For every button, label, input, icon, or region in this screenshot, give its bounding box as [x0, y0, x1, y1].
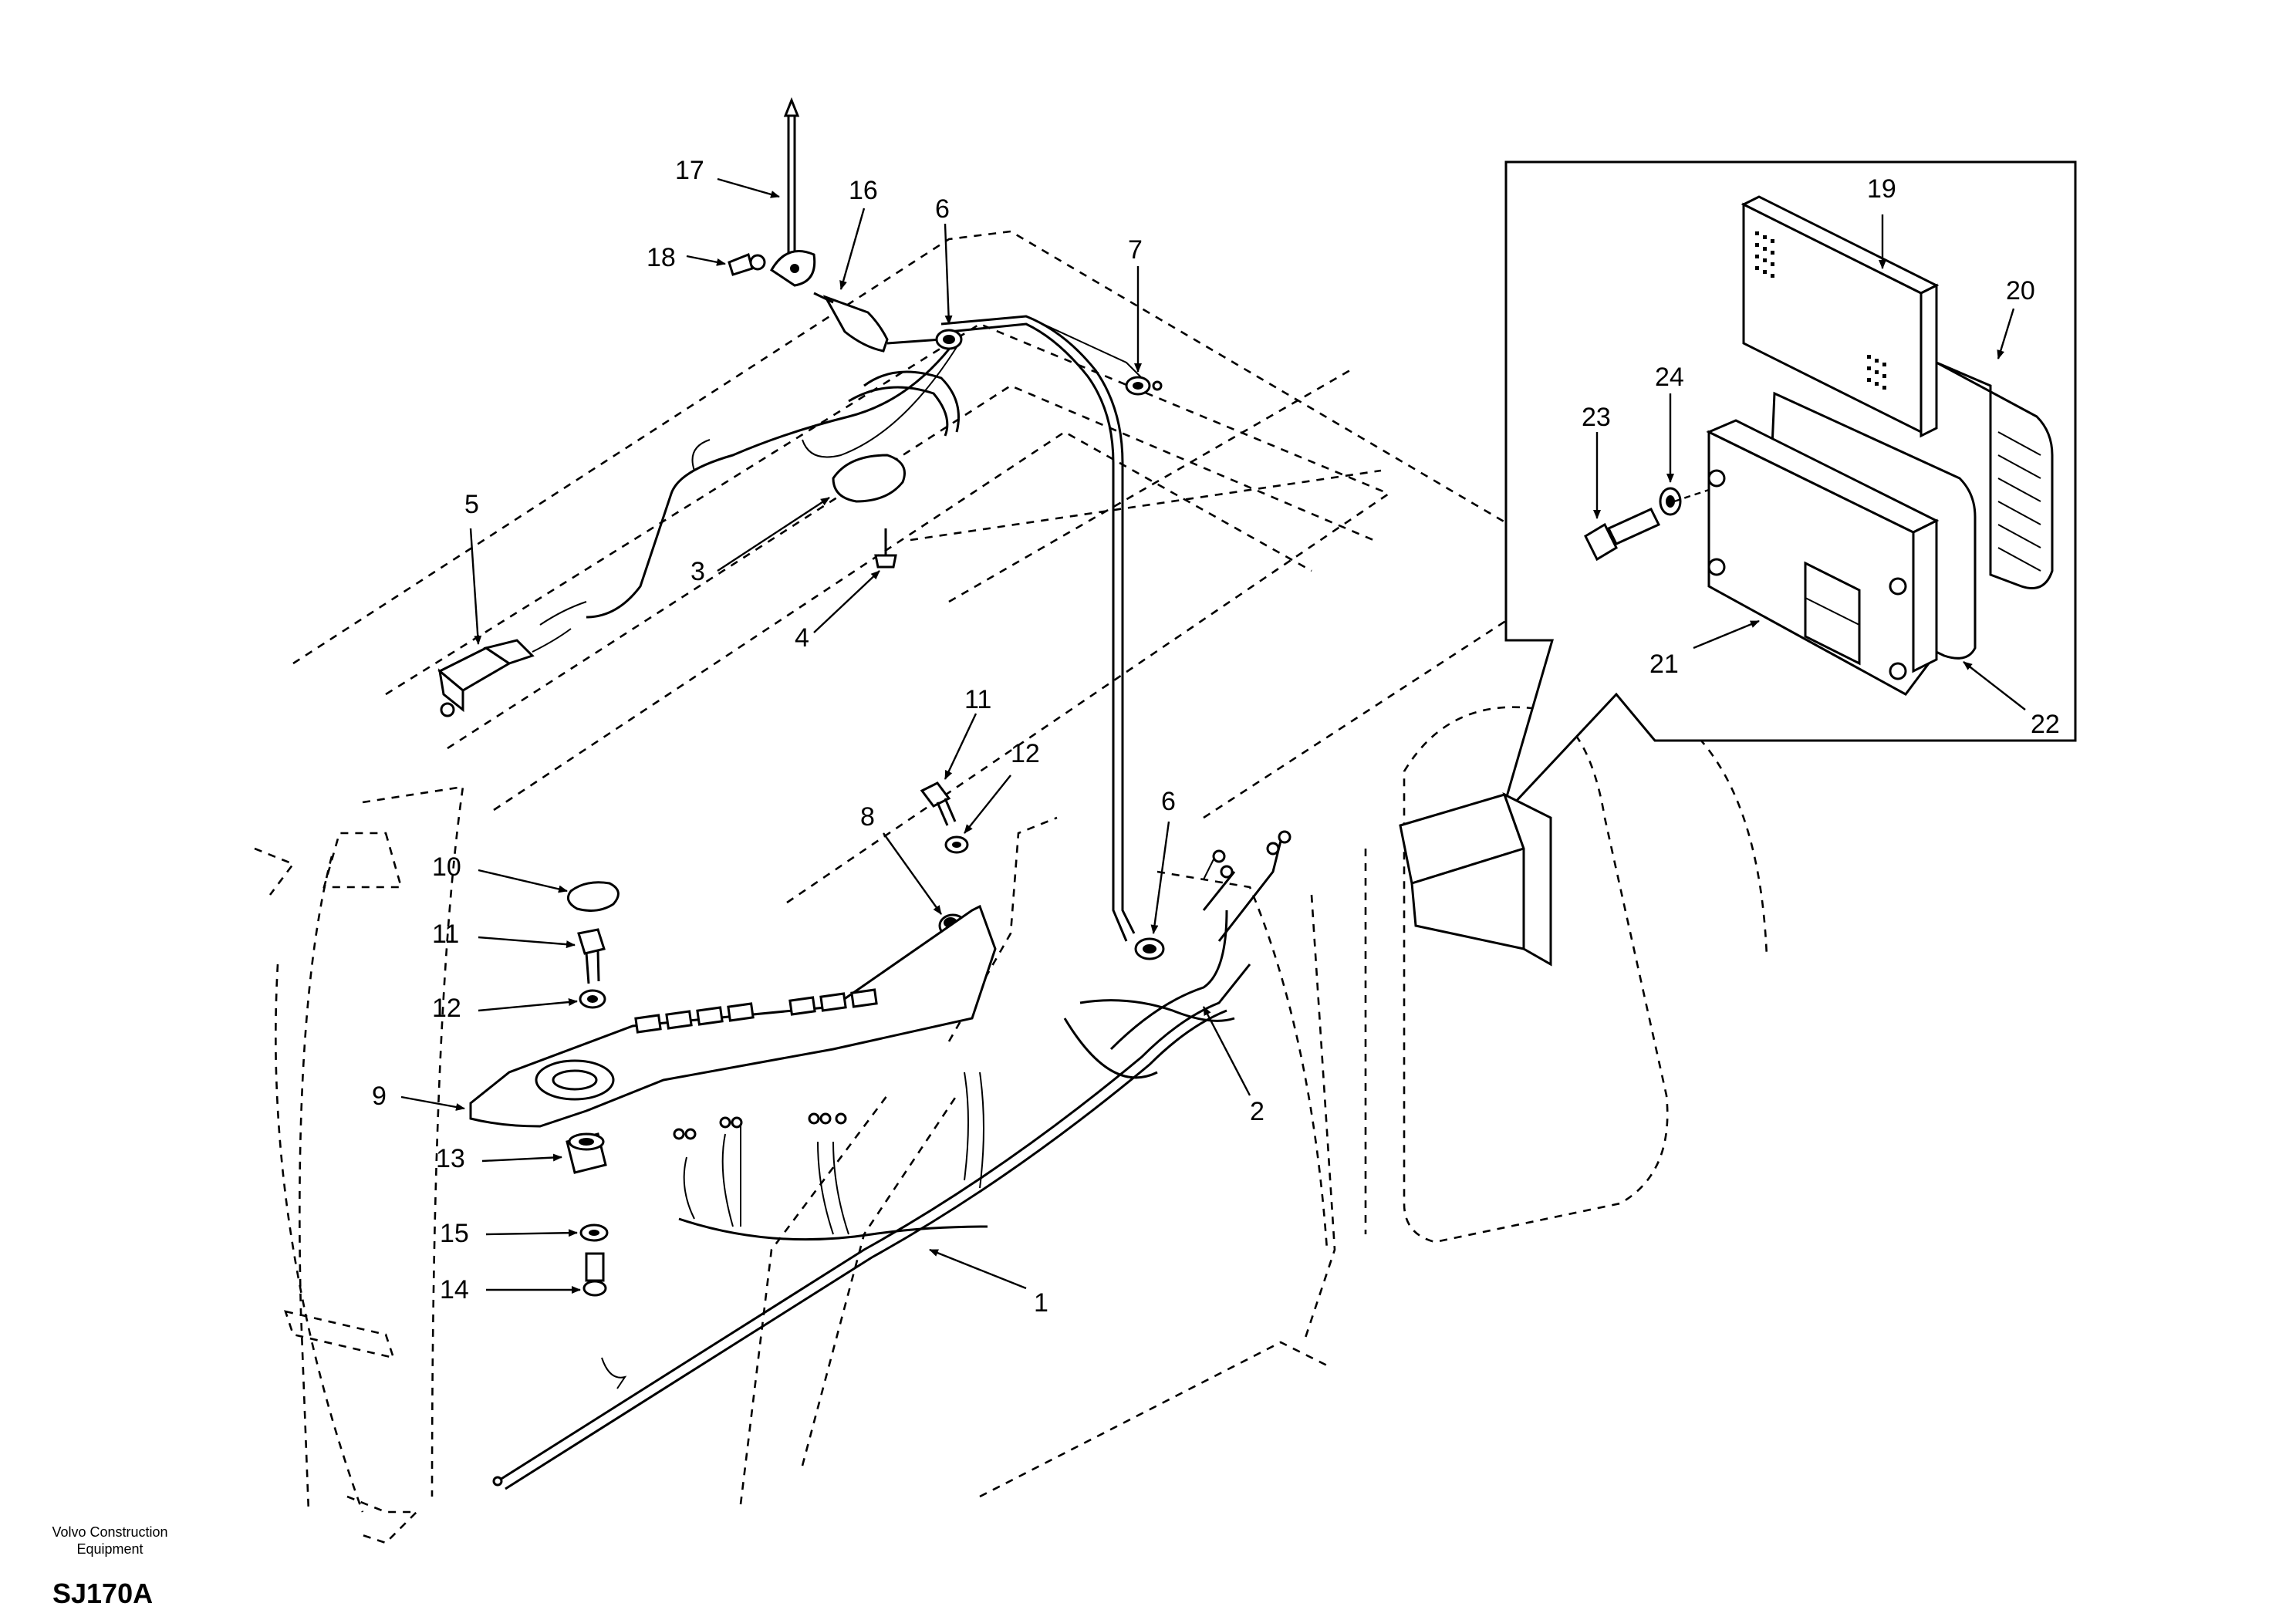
front-fixture — [284, 1310, 420, 1544]
callout-1: 1 — [1034, 1288, 1048, 1318]
leader-lines — [400, 177, 2026, 1294]
controller-21 — [1706, 419, 1940, 696]
switch-5 — [437, 628, 572, 717]
screw-4 — [874, 528, 897, 569]
callout-17: 17 — [675, 156, 704, 185]
grommet-6-top — [935, 329, 963, 350]
cover-vent-dots — [1755, 231, 1886, 390]
callout-16: 16 — [849, 176, 878, 205]
callout-8: 8 — [860, 802, 875, 832]
washer-12-upper — [944, 835, 969, 854]
screw-18 — [728, 252, 766, 276]
callout-6-top: 6 — [935, 194, 950, 224]
grommet-6-lower — [1134, 937, 1165, 960]
callout-12-lower: 12 — [432, 994, 461, 1023]
bolt-11-lower — [577, 928, 606, 984]
panel-9 — [469, 904, 997, 1128]
callout-4: 4 — [795, 623, 809, 653]
callout-6-lower: 6 — [1161, 787, 1176, 816]
callout-3: 3 — [690, 557, 705, 586]
antenna-bracket — [770, 250, 816, 287]
controller-unit-in-cab — [1399, 791, 1552, 967]
switch-bank — [634, 988, 878, 1034]
antenna-cable-connector — [813, 292, 942, 353]
harness-2 — [1109, 830, 1292, 1051]
bolt-14 — [582, 1252, 607, 1297]
callout-12-upper: 12 — [1011, 739, 1040, 768]
antenna-rod — [783, 96, 800, 266]
drawing-code: SJ170A — [52, 1578, 154, 1609]
callout-11-lower: 11 — [432, 920, 459, 949]
callout-10: 10 — [432, 852, 461, 882]
callout-14: 14 — [440, 1275, 469, 1304]
grille-20 — [1936, 361, 2054, 589]
ignition-switch-13 — [566, 1132, 607, 1174]
roof-harness — [539, 315, 1150, 942]
callout-21: 21 — [1649, 650, 1679, 679]
brand-label: Volvo Construction Equipment — [52, 1524, 168, 1557]
washer-12-lower — [579, 989, 606, 1009]
callout-9: 9 — [372, 1082, 387, 1111]
washer-24 — [1659, 487, 1682, 516]
washer-15 — [579, 1223, 609, 1242]
cab-outline — [254, 230, 1768, 1513]
callout-5: 5 — [464, 490, 479, 519]
callout-15: 15 — [440, 1219, 469, 1248]
callout-7: 7 — [1128, 235, 1143, 265]
callout-23: 23 — [1582, 403, 1611, 432]
callout-11-upper: 11 — [964, 685, 991, 714]
harness-1 — [492, 964, 1251, 1490]
callout-24: 24 — [1655, 363, 1684, 392]
dome-light — [832, 454, 906, 503]
callout-19: 19 — [1867, 174, 1896, 204]
bolt-11-upper — [920, 781, 957, 826]
bolt-23 — [1584, 488, 1710, 562]
callout-22: 22 — [2031, 710, 2060, 739]
connector-7 — [1125, 376, 1163, 396]
callout-2: 2 — [1250, 1097, 1264, 1126]
callout-13: 13 — [436, 1144, 465, 1173]
panel-connectors — [673, 1112, 847, 1140]
cover-19 — [1741, 195, 1940, 438]
plug-10 — [566, 881, 620, 912]
callout-20: 20 — [2006, 276, 2035, 305]
callout-labels: 17 16 6 7 18 5 3 4 11 12 8 6 10 11 12 9 … — [372, 156, 2060, 1318]
callout-18: 18 — [647, 243, 676, 272]
